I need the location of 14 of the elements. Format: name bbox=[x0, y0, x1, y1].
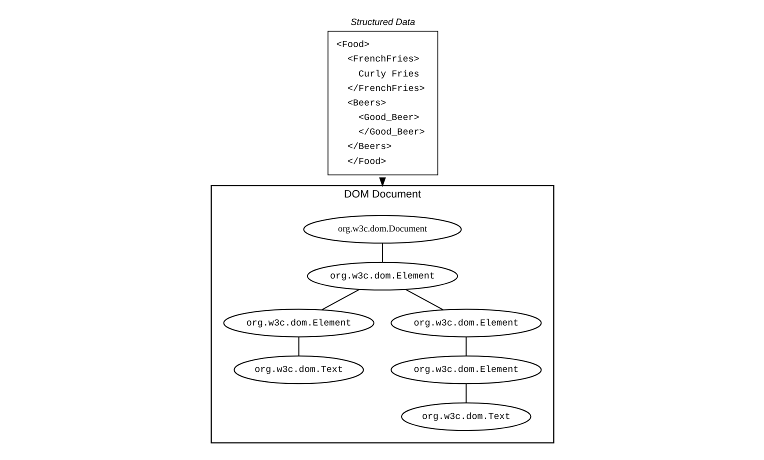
connector bbox=[298, 336, 299, 356]
connector bbox=[465, 382, 466, 403]
node-ellipse: org.w3c.dom.Text bbox=[400, 402, 531, 430]
node-label: Structured Data bbox=[350, 16, 415, 26]
node-ellipse: org.w3c.dom.Text bbox=[233, 355, 364, 384]
node-box: <Food> <FrenchFries> Curly Fries </FrenchFries> <Beers> <Good_Beer> </Good_Beer> </Beers> </Food> bbox=[327, 30, 438, 175]
connector bbox=[404, 288, 444, 310]
node-ellipse: org.w3c.dom.Document bbox=[302, 214, 462, 244]
connector bbox=[320, 288, 360, 310]
connector bbox=[465, 336, 466, 356]
node-ellipse: org.w3c.dom.Element bbox=[390, 355, 542, 384]
node-ellipse: org.w3c.dom.Element bbox=[390, 308, 542, 337]
node-ellipse: org.w3c.dom.Element bbox=[306, 261, 458, 290]
node-ellipse: org.w3c.dom.Element bbox=[222, 308, 374, 337]
